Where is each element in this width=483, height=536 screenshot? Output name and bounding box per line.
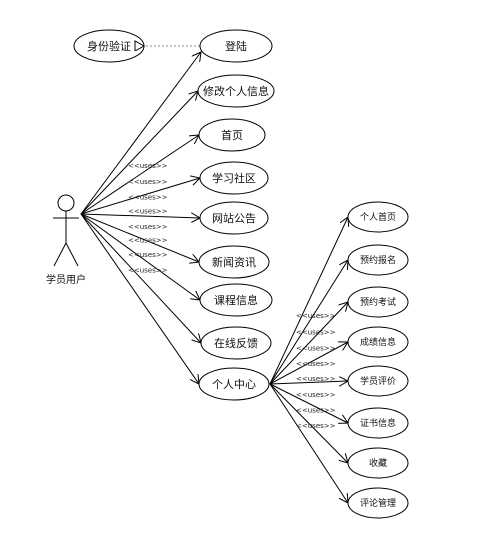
main-use-case-label: 课程信息	[214, 293, 258, 307]
main-use-case-label: 在线反馈	[214, 336, 258, 350]
sub-use-case-label: 预约考试	[360, 296, 396, 308]
sub-use-case-8: 评论管理	[347, 487, 409, 519]
sub-use-case-1: 个人首页	[347, 201, 409, 233]
sub-use-case-label: 学员评价	[360, 375, 396, 387]
actor-login-link	[80, 52, 201, 215]
sub-use-case-6: 证书信息	[347, 407, 409, 439]
main-use-case-label: 网站公告	[212, 211, 256, 225]
main-use-case-ellipse	[197, 74, 275, 108]
main-use-case-ellipse	[199, 161, 269, 195]
uses-label-7: <<uses>>	[128, 251, 168, 259]
main-use-case-6: 课程信息	[199, 283, 273, 317]
sub-use-case-label: 评论管理	[360, 497, 396, 509]
auth-use-case: 身份验证	[73, 29, 145, 63]
center-link-7	[269, 383, 348, 463]
sub-use-case-4: 成绩信息	[347, 326, 409, 358]
login-ellipse	[199, 29, 273, 63]
uses-label-8: <<uses>>	[128, 267, 168, 275]
main-use-case-label: 学习社区	[212, 171, 256, 185]
sub-use-case-ellipse	[347, 365, 409, 397]
main-use-case-5: 新闻资讯	[198, 245, 270, 279]
uses-label-1: <<uses>>	[128, 162, 168, 170]
sub-use-case-label: 证书信息	[360, 417, 396, 429]
sub-use-case-ellipse	[347, 326, 409, 358]
actor-link-5	[80, 213, 199, 262]
main-use-case-label: 首页	[221, 128, 243, 142]
center-link-1	[269, 217, 348, 385]
actor-link-1	[80, 91, 198, 215]
uses-label-4: <<uses>>	[128, 207, 168, 215]
main-use-case-8: 个人中心	[198, 367, 270, 401]
sub-use-case-ellipse	[347, 201, 409, 233]
actor-link-8	[80, 213, 199, 384]
center-link-2	[269, 260, 348, 385]
center-uses-label-5: <<uses>>	[296, 375, 336, 383]
uses-label-5: <<uses>>	[128, 223, 168, 231]
sub-use-case-7: 收藏	[347, 447, 409, 479]
center-link-3	[269, 302, 348, 385]
sub-use-case-3: 预约考试	[347, 286, 409, 318]
uses-label-2: <<uses>>	[128, 178, 168, 186]
sub-use-case-label: 收藏	[369, 457, 387, 469]
login-label: 登陆	[225, 39, 247, 53]
sub-use-case-label: 预约报名	[360, 254, 396, 266]
actor-leg-left	[53, 242, 67, 267]
main-use-case-label: 个人中心	[212, 378, 256, 391]
sub-use-case-ellipse	[347, 286, 409, 318]
actor-leg-right	[65, 242, 79, 267]
actor-link-7	[80, 213, 201, 343]
main-use-case-ellipse	[198, 118, 266, 152]
main-use-case-label: 修改个人信息	[203, 84, 269, 98]
actor-student: 学员用户	[46, 194, 86, 286]
sub-use-case-label: 成绩信息	[360, 336, 396, 348]
main-use-case-ellipse	[200, 326, 272, 360]
center-uses-label-6: <<uses>>	[296, 391, 336, 399]
sub-use-case-label: 个人首页	[360, 211, 396, 223]
login-use-case: 登陆	[199, 29, 273, 63]
center-uses-label-1: <<uses>>	[296, 312, 336, 320]
actor-link-2	[80, 135, 199, 215]
actor-label: 学员用户	[46, 273, 86, 286]
main-use-case-3: 学习社区	[199, 161, 269, 195]
uses-label-6: <<uses>>	[128, 236, 168, 244]
main-use-case-1: 修改个人信息	[197, 74, 275, 108]
sub-use-case-ellipse	[347, 487, 409, 519]
uses-label-3: <<uses>>	[128, 193, 168, 201]
main-use-case-ellipse	[199, 283, 273, 317]
actor-link-3	[80, 178, 200, 215]
center-uses-label-7: <<uses>>	[296, 406, 336, 414]
sub-use-case-ellipse	[347, 244, 409, 276]
main-use-case-4: 网站公告	[199, 201, 269, 235]
main-use-case-ellipse	[199, 201, 269, 235]
actor-link-6	[80, 213, 200, 300]
sub-use-case-ellipse	[347, 407, 409, 439]
sub-use-case-ellipse	[347, 447, 409, 479]
center-uses-label-2: <<uses>>	[296, 328, 336, 336]
auth-label: 身份验证	[87, 39, 131, 53]
actor-head	[57, 194, 75, 212]
center-uses-label-4: <<uses>>	[296, 360, 336, 368]
sub-use-case-5: 学员评价	[347, 365, 409, 397]
center-uses-label-3: <<uses>>	[296, 344, 336, 352]
sub-use-case-2: 预约报名	[347, 244, 409, 276]
center-uses-label-8: <<uses>>	[296, 422, 336, 430]
main-use-case-ellipse	[198, 245, 270, 279]
center-link-6	[269, 383, 348, 423]
center-link-8	[269, 383, 348, 503]
center-link-5	[269, 381, 348, 384]
main-use-case-7: 在线反馈	[200, 326, 272, 360]
actor-link-4	[80, 214, 200, 218]
center-link-4	[269, 342, 348, 385]
main-use-case-label: 新闻资讯	[212, 255, 256, 269]
main-use-case-ellipse	[198, 367, 270, 401]
main-use-case-2: 首页	[198, 118, 266, 152]
